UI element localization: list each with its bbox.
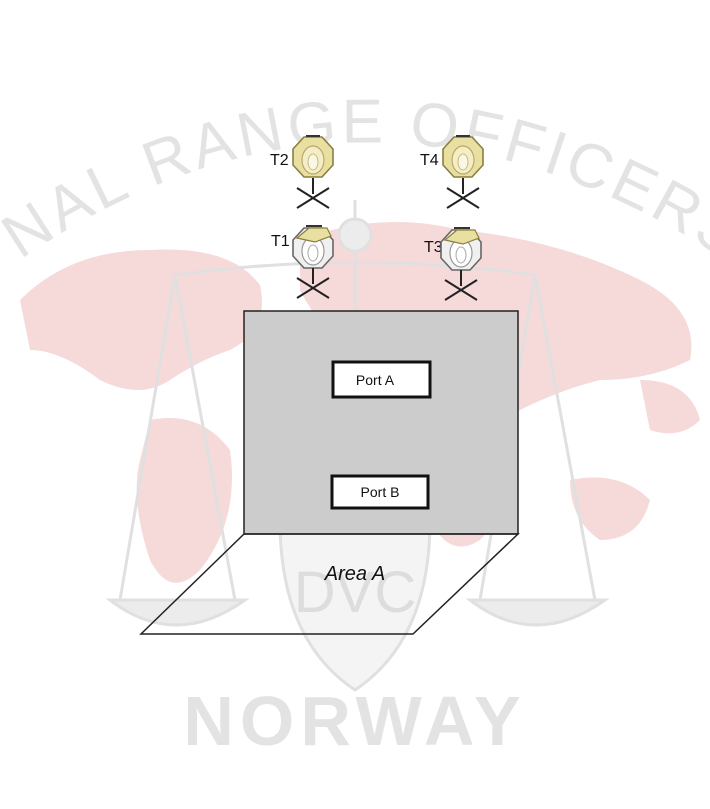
target-t1-face: [292, 225, 334, 269]
target-t3: T3: [424, 227, 482, 301]
target-label-t3: T3: [424, 239, 443, 256]
area-a-label: Area A: [324, 563, 385, 585]
area-a-floor: [139, 533, 520, 635]
monogram-watermark: DVC: [294, 560, 416, 625]
target-t2-face: [292, 135, 334, 178]
port-a-label: Port A: [356, 372, 395, 388]
target-t2: T2: [270, 135, 334, 209]
target-label-t4: T4: [420, 152, 439, 169]
target-t2-stand: [296, 177, 330, 209]
port-b-box: [330, 474, 430, 510]
target-t4-stand: [446, 177, 480, 209]
target-t3-face: [440, 227, 482, 271]
target-label-t2: T2: [270, 152, 289, 169]
target-t4-face: [442, 135, 484, 178]
port-a-box: [331, 360, 432, 399]
target-label-t1: T1: [271, 233, 290, 250]
target-t1: T1: [271, 225, 334, 299]
norway-watermark-text: NORWAY: [183, 682, 526, 760]
port-b-label: Port B: [361, 484, 400, 500]
target-t4: T4: [420, 135, 484, 209]
